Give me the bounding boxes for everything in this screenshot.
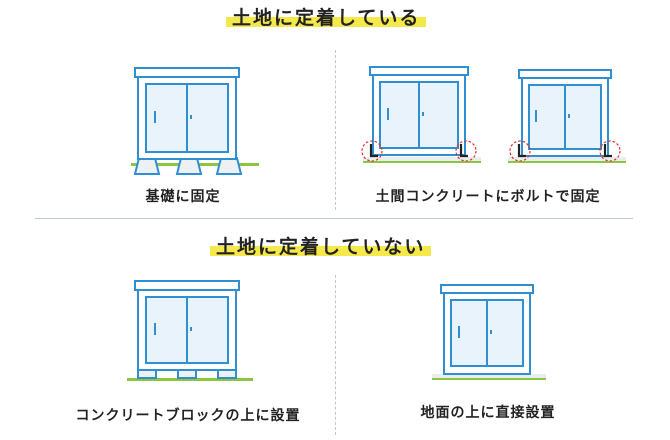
shed-on-foundation-illustration <box>131 67 259 175</box>
vertical-divider-top <box>335 50 336 210</box>
section-heading-not-fixed: 土地に定着していない <box>210 236 432 258</box>
section-heading-fixed: 土地に定着している <box>226 7 427 29</box>
caption-foundation-fixed: 基礎に固定 <box>145 189 221 205</box>
caption-bolted-concrete: 土間コンクリートにボルトで固定 <box>375 189 601 205</box>
caption-on-ground: 地面の上に直接設置 <box>420 405 556 421</box>
shed-bolted-illustration-1 <box>361 66 481 163</box>
section-divider <box>35 218 633 219</box>
vertical-divider-bottom <box>335 275 336 435</box>
shed-on-blocks-illustration <box>127 280 253 381</box>
shed-on-ground-illustration <box>432 284 546 380</box>
shed-bolted-illustration-2 <box>508 69 626 163</box>
caption-on-blocks: コンクリートブロックの上に設置 <box>75 408 301 424</box>
